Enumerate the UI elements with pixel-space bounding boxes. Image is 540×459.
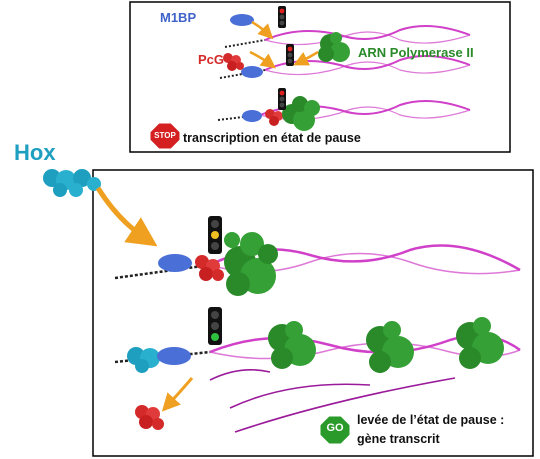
arrow-polymerase [293, 50, 319, 66]
label-polymerase: ARN Polymerase II [358, 45, 474, 60]
hox-protein [43, 169, 101, 197]
traffic-light-top-row3 [278, 88, 286, 110]
polymerase-protein [318, 32, 350, 62]
rna-transcript [234, 377, 456, 433]
polymerase-protein [456, 317, 504, 369]
polymerase-protein [224, 232, 278, 296]
bottom-scene-go [114, 307, 521, 433]
traffic-light-bottom-go [208, 307, 222, 345]
m1bp-protein [230, 14, 254, 26]
hox-protein [127, 347, 160, 373]
m1bp-protein [158, 254, 192, 272]
polymerase-protein [268, 321, 316, 369]
traffic-light-bottom-pause [208, 216, 222, 254]
top-row2 [219, 32, 471, 79]
pcg-protein [223, 53, 244, 71]
arrow-m1bp [251, 20, 274, 40]
stop-badge-text: STOP [154, 131, 176, 140]
label-m1bp: M1BP [160, 10, 197, 25]
top-row1 [224, 6, 471, 48]
polymerase-protein [366, 321, 414, 373]
go-caption-line1: levée de l’état de pause : [357, 413, 505, 427]
bottom-panel [92, 169, 534, 457]
go-badge-text: GO [326, 422, 344, 434]
bottom-scene-pause [114, 216, 521, 296]
pcg-protein [195, 255, 224, 281]
polymerase-protein [282, 96, 320, 131]
go-caption-line2: gène transcrit [357, 432, 440, 446]
rna-transcript [209, 369, 271, 381]
label-pcg: PcG [198, 52, 225, 67]
m1bp-protein [157, 347, 191, 365]
m1bp-protein [242, 110, 262, 122]
stop-caption: transcription en état de pause [183, 131, 361, 145]
top-panel [129, 1, 511, 153]
go-caption: levée de l’état de pause : gène transcri… [357, 411, 504, 449]
label-hox: Hox [14, 140, 56, 165]
go-sign-icon [319, 415, 351, 445]
m1bp-protein [241, 66, 263, 78]
arrow-pcg-release [161, 377, 194, 412]
rna-transcript [229, 383, 371, 409]
arrow-hox [95, 186, 158, 247]
top-row3 [217, 88, 471, 131]
traffic-light-top-row2 [286, 44, 294, 66]
arrow-pcg [249, 50, 277, 69]
pcg-protein-released [135, 405, 164, 430]
traffic-light-top-row1 [278, 6, 286, 28]
pcg-protein [265, 109, 283, 126]
stop-sign-icon [149, 122, 181, 150]
